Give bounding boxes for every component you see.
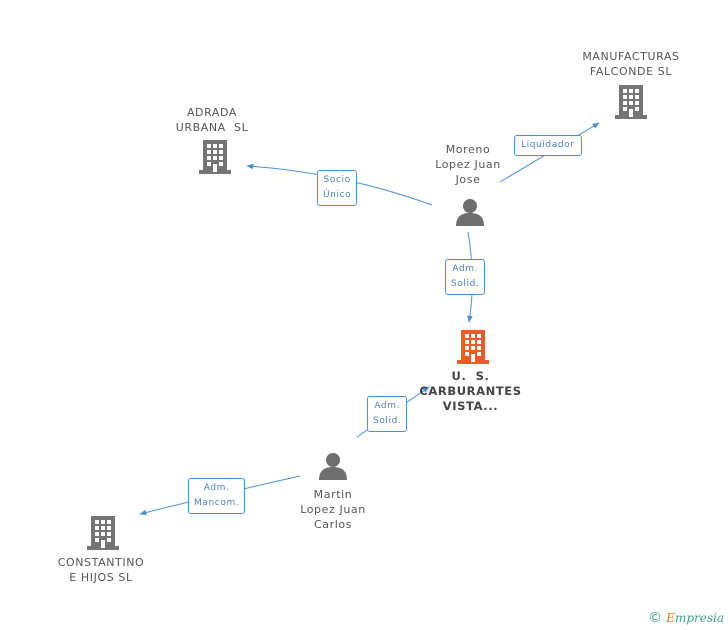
label-line: CONSTANTINO (57, 556, 145, 569)
label-line: Carlos (313, 518, 353, 531)
adrada-building-icon[interactable] (199, 140, 231, 174)
edge-label-line: Adm. (374, 401, 401, 411)
label-line: CARBURANTES (419, 384, 522, 398)
edge-label-line: Liquidador (521, 140, 575, 150)
manufacturas-label[interactable]: MANUFACTURAS FALCONDE SL (566, 49, 696, 79)
adrada-label[interactable]: ADRADA URBANA SL (152, 105, 272, 135)
label-line: U. S. (451, 369, 490, 383)
edge-label-line: Solid. (373, 416, 402, 426)
label-line: FALCONDE SL (589, 65, 673, 78)
empresia-logo[interactable]: ©Empresia (648, 610, 724, 626)
copyright-icon: © (648, 610, 663, 626)
moreno-label[interactable]: Moreno Lopez Juan Jose (418, 142, 518, 187)
edge-label-adm-solid-martin: Adm. Solid. (367, 396, 408, 432)
brand-name: mpresia (674, 611, 724, 625)
label-line: Lopez Juan (300, 503, 366, 516)
us-carburantes-label[interactable]: U. S. CARBURANTES VISTA... (408, 369, 533, 414)
edge-label-adm-solid-moreno: Adm. Solid. (445, 259, 486, 295)
edge-label-liquidador: Liquidador (514, 135, 582, 156)
us-carburantes-building-icon[interactable] (457, 330, 489, 364)
label-line: Martin (313, 488, 353, 501)
moreno-person-icon[interactable] (456, 199, 484, 226)
label-line: Moreno (445, 143, 491, 156)
label-line: ADRADA (186, 106, 238, 119)
edge-label-line: Adm. (452, 264, 479, 274)
label-line: URBANA SL (175, 121, 249, 134)
label-line: VISTA... (442, 399, 499, 413)
label-line: Lopez Juan (435, 158, 501, 171)
edge-label-adm-mancom: Adm. Mancom. (188, 478, 246, 514)
edge-label-line: Mancom. (194, 498, 240, 508)
brand-initial: E (666, 611, 675, 625)
martin-label[interactable]: Martin Lopez Juan Carlos (283, 487, 383, 532)
label-line: MANUFACTURAS (582, 50, 680, 63)
label-line: E HIJOS SL (69, 571, 133, 584)
manufacturas-building-icon[interactable] (615, 85, 647, 119)
martin-person-icon[interactable] (319, 453, 347, 480)
constantino-label[interactable]: CONSTANTINO E HIJOS SL (45, 555, 157, 585)
edge-label-socio-unico: Socio Único (317, 170, 358, 206)
edge-label-line: Adm. (203, 483, 230, 493)
edge-label-line: Solid. (451, 279, 480, 289)
label-line: Jose (455, 173, 481, 186)
edge-label-line: Único (323, 190, 352, 200)
edge-label-line: Socio (323, 175, 351, 185)
constantino-building-icon[interactable] (87, 516, 119, 550)
